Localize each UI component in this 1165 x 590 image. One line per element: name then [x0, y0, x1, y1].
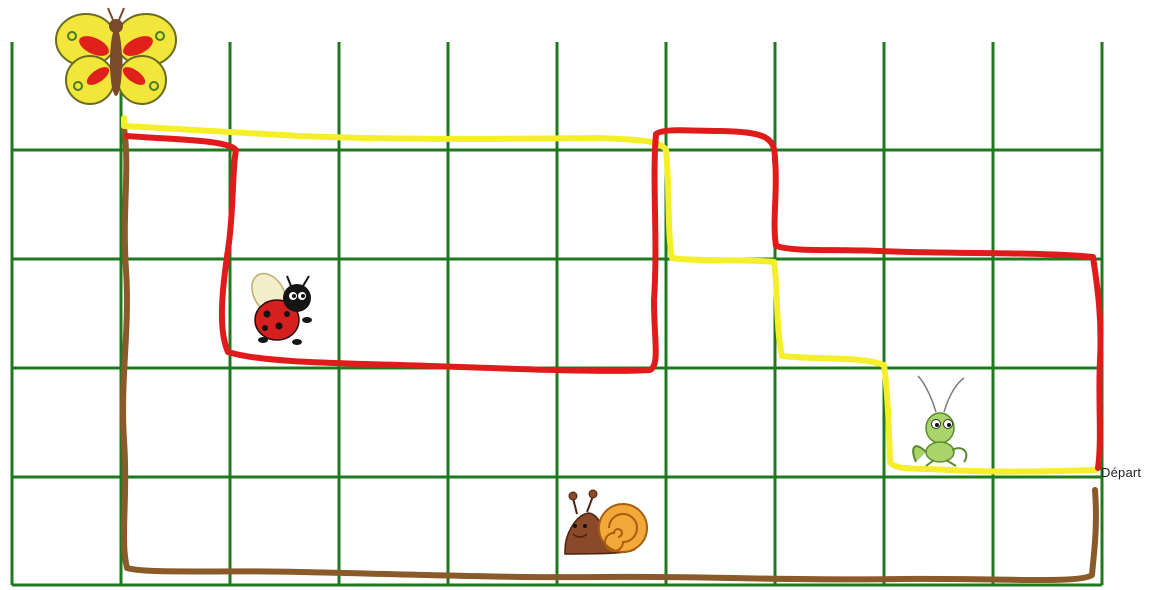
snail-icon — [565, 490, 647, 554]
grasshopper-icon — [913, 376, 966, 466]
ladybug-icon — [245, 267, 312, 345]
butterfly-icon — [56, 8, 176, 104]
grid — [12, 42, 1102, 585]
start-label: Départ — [1101, 465, 1141, 480]
